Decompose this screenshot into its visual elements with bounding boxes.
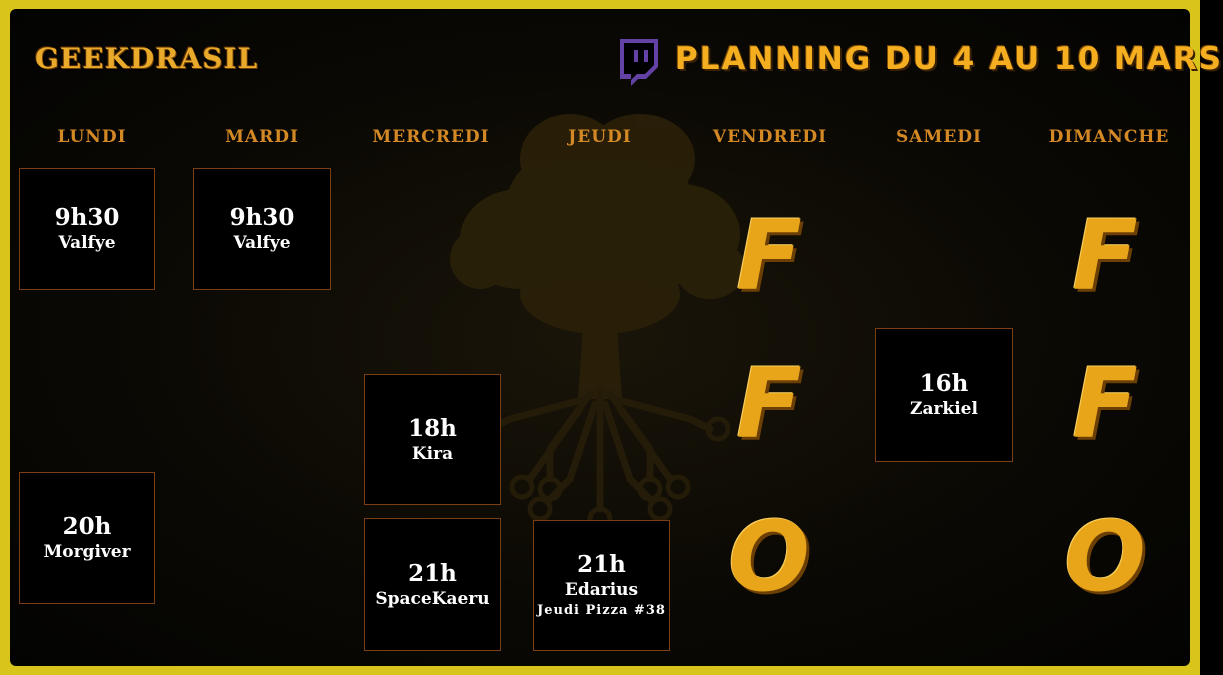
slot-streamer: Kira — [411, 443, 454, 464]
schedule-panel: GEEKDRASIL PLANNING DU 4 AU 10 MARS LUND… — [10, 9, 1221, 666]
slot-time: 20h — [62, 513, 112, 540]
slot-streamer: Zarkiel — [910, 399, 978, 419]
off-letter-dimanche: F — [1072, 348, 1138, 460]
slot-time: 9h30 — [229, 204, 295, 231]
off-letter-dimanche: F — [1072, 200, 1138, 312]
schedule-slot: 18h Kira — [364, 374, 501, 505]
slot-time: 21h — [408, 559, 457, 587]
day-label-dimanche: DIMANCHE — [1048, 127, 1170, 147]
page-title: PLANNING DU 4 AU 10 MARS — [675, 41, 1223, 77]
slot-time: 18h — [408, 414, 457, 442]
schedule-slot: 9h30 Valfye — [193, 168, 331, 290]
day-label-mardi: MARDI — [225, 127, 299, 147]
slot-streamer: Morgiver — [43, 542, 131, 562]
schedule-slot: 21h SpaceKaeru — [364, 518, 501, 651]
schedule-slot: 16h Zarkiel — [875, 328, 1013, 462]
day-label-mercredi: MERCREDI — [372, 127, 490, 147]
slot-streamer: Valfye — [233, 233, 291, 253]
schedule-slot: 9h30 Valfye — [19, 168, 155, 290]
slot-streamer: SpaceKaeru — [375, 588, 490, 609]
twitch-icon — [620, 39, 658, 86]
schedule-slot: 21h Edarius Jeudi Pizza #38 — [533, 520, 670, 651]
off-letter-dimanche: O — [1064, 501, 1146, 613]
slot-streamer: Edarius — [564, 579, 639, 600]
slot-event-title: Jeudi Pizza #38 — [537, 602, 666, 618]
slot-streamer: Valfye — [58, 233, 116, 253]
schedule-slot: 20h Morgiver — [19, 472, 155, 604]
day-label-samedi: SAMEDI — [896, 127, 982, 147]
slot-time: 9h30 — [54, 204, 120, 231]
slot-time: 21h — [577, 550, 626, 578]
off-letter-vendredi: O — [728, 501, 810, 613]
slot-time: 16h — [919, 370, 969, 397]
day-label-lundi: LUNDI — [57, 127, 127, 147]
day-label-vendredi: VENDREDI — [712, 127, 828, 147]
off-letter-vendredi: F — [736, 348, 802, 460]
brand-logo: GEEKDRASIL — [35, 42, 259, 75]
off-letter-vendredi: F — [736, 200, 802, 312]
day-label-jeudi: JEUDI — [568, 127, 632, 147]
